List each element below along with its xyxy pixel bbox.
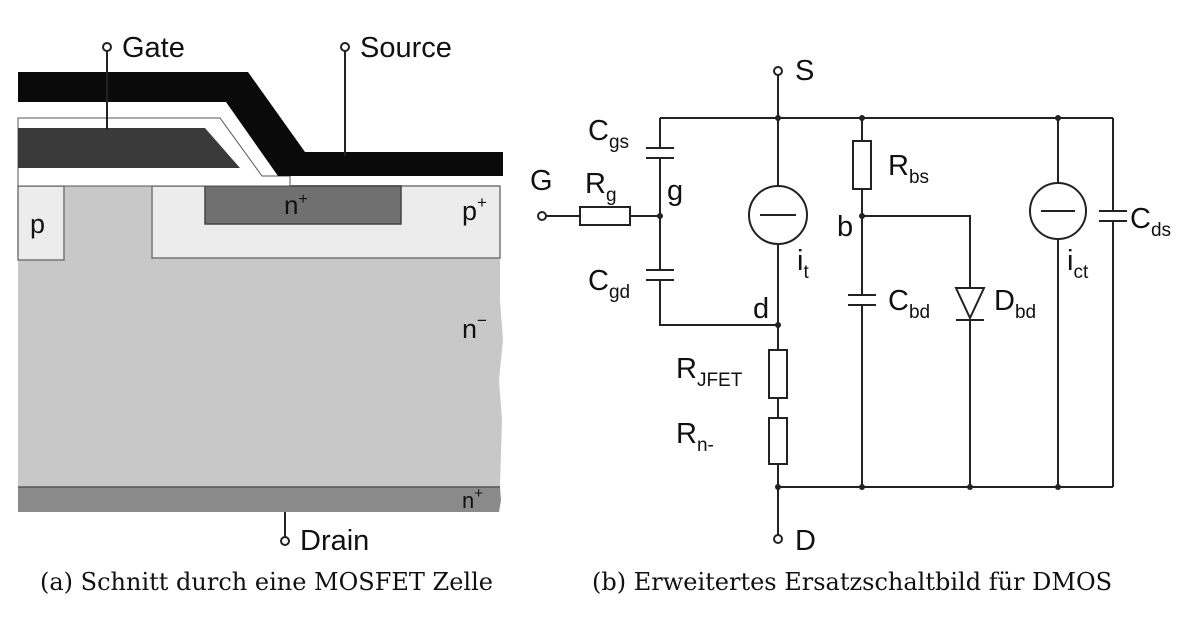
junction-dot (859, 484, 865, 490)
label-cbd: Cbd (888, 285, 930, 323)
n-minus-region (18, 186, 503, 487)
label-rn: Rn- (676, 418, 714, 456)
capacitor-cbd (848, 294, 876, 306)
junction-dot (1055, 115, 1061, 121)
p-left-label: p (30, 209, 45, 239)
gate-label: Gate (122, 32, 185, 64)
wire-b-diode (862, 215, 971, 288)
gate-terminal (102, 42, 112, 52)
junction-dot (775, 484, 781, 490)
terminal-s (773, 66, 783, 76)
caption-a: (a) Schnitt durch eine MOSFET Zelle (40, 568, 493, 596)
mosfet-cross-section: Drain Gate Source p n+ p+ n− n+ (a) Schn… (17, 32, 503, 596)
junction-dot (967, 484, 973, 490)
source-terminal (340, 42, 350, 52)
label-rg: Rg (585, 168, 617, 206)
n-plus-top-label: n+ (284, 190, 308, 220)
source-metal (18, 72, 503, 176)
label-rbs: Rbs (888, 150, 929, 188)
terminal-g (537, 211, 547, 221)
wire-cgd-d (659, 280, 778, 326)
label-cds: Cds (1130, 203, 1171, 241)
label-cgs: Cgs (588, 115, 629, 153)
n-plus-source-region (204, 185, 402, 225)
node-label-s: S (795, 55, 814, 87)
label-ict: ict (1067, 245, 1089, 283)
current-source-ict (1029, 182, 1087, 240)
capacitor-cgs (646, 147, 674, 159)
node-label-d-upper: D (795, 525, 816, 557)
resistor-rbs (852, 140, 872, 190)
n-minus-label: n− (462, 311, 487, 344)
diode-dbd (954, 287, 986, 321)
junction-dot (859, 213, 865, 219)
label-rjfet: RJFET (676, 353, 743, 391)
junction-dot (859, 115, 865, 121)
source-label: Source (360, 32, 452, 64)
resistor-rn (768, 417, 788, 465)
drain-terminal (280, 536, 290, 546)
current-source-it (748, 185, 808, 245)
node-label-g: g (667, 175, 683, 207)
capacitor-cds (1099, 210, 1127, 222)
junction-dot (775, 322, 781, 328)
node-label-b: b (837, 211, 853, 243)
label-it: it (797, 245, 809, 283)
junction-dot (1055, 484, 1061, 490)
n-plus-substrate (18, 487, 501, 512)
junction-dot (657, 213, 663, 219)
node-label-d: d (753, 293, 769, 325)
resistor-rg (579, 206, 631, 226)
junction-dot (775, 115, 781, 121)
caption-b: (b) Erweitertes Ersatzschaltbild für DMO… (592, 568, 1112, 596)
label-cgd: Cgd (588, 265, 630, 303)
p-plus-label: p+ (462, 193, 487, 226)
label-dbd: Dbd (994, 285, 1036, 323)
drain-label: Drain (300, 525, 369, 557)
node-label-g-upper: G (530, 165, 553, 197)
gate-poly (18, 128, 240, 168)
n-plus-bottom-label: n+ (462, 485, 483, 513)
capacitor-cgd (646, 269, 674, 281)
equivalent-circuit: S G D g d b Cgs Rg Cgd it RJFET Rn- Rbs … (530, 55, 1171, 596)
terminal-d (773, 534, 783, 544)
resistor-rjfet (768, 349, 788, 399)
